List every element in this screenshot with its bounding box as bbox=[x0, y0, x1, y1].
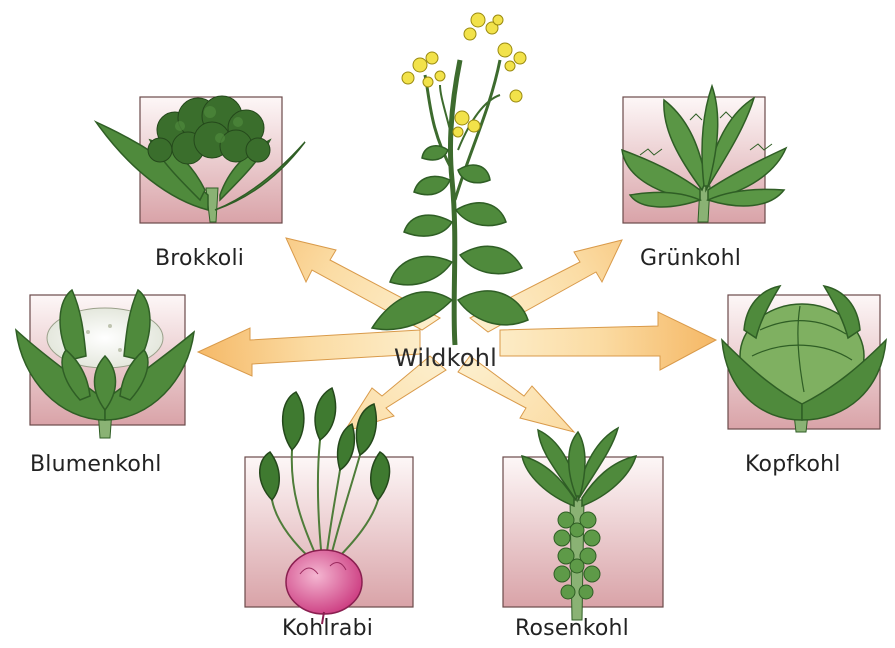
kohlrabi-label: Kohlrabi bbox=[282, 616, 373, 641]
arrow-to-kopfkohl bbox=[500, 312, 716, 370]
brokkoli-label: Brokkoli bbox=[155, 246, 244, 271]
gruenkohl-label: Grünkohl bbox=[640, 246, 741, 271]
blumenkohl-label: Blumenkohl bbox=[30, 452, 162, 477]
wildkohl-label: Wildkohl bbox=[394, 344, 497, 372]
kopfkohl-label: Kopfkohl bbox=[745, 452, 841, 477]
arrow-to-blumenkohl bbox=[198, 328, 420, 376]
rosenkohl-label: Rosenkohl bbox=[515, 616, 629, 641]
